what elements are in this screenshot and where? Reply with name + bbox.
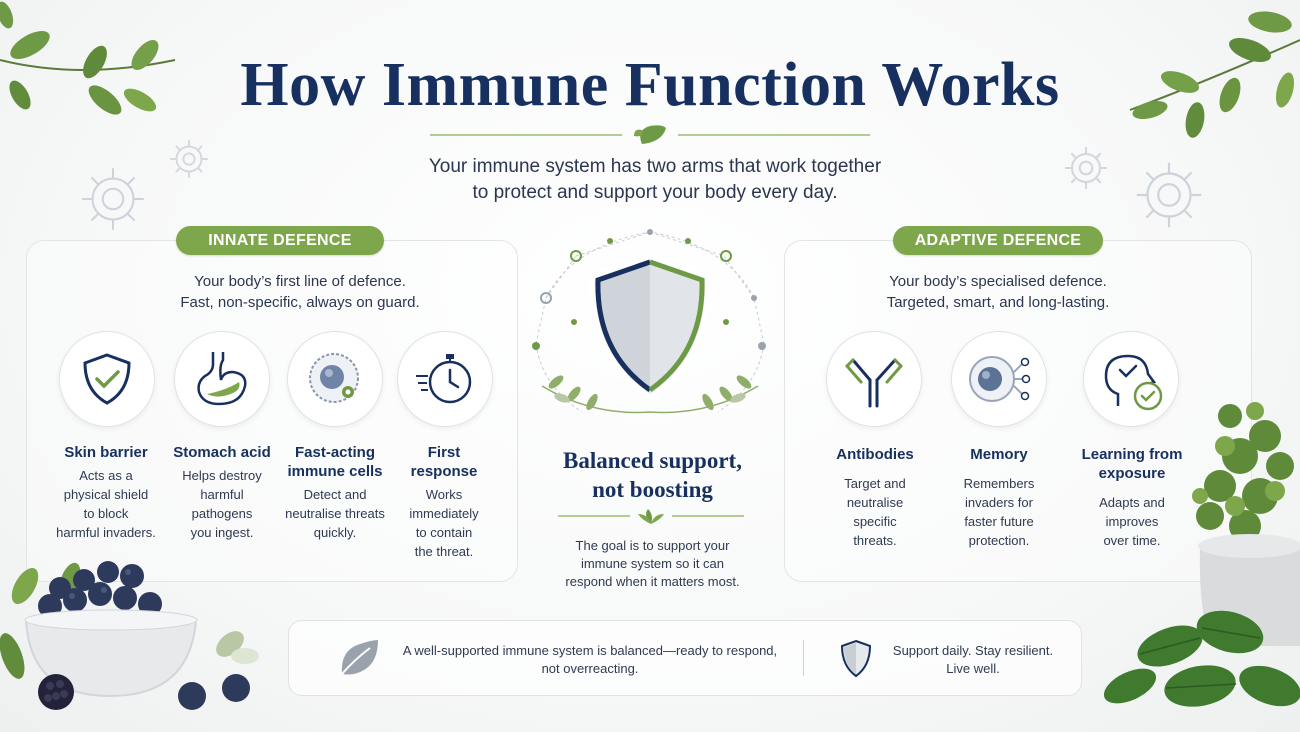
immune-cells-badge [287, 331, 383, 427]
skin-barrier-title: Skin barrier [64, 444, 148, 461]
center-leaf-divider [558, 509, 744, 524]
leaf-branch-top-right [1129, 11, 1300, 138]
learning-title: Learning from exposure [1081, 446, 1183, 482]
learning-text: Adapts and improves over time. [1099, 495, 1165, 548]
memory-badge [951, 331, 1047, 427]
footer-tagline: Support daily. Stay resilient. Live well… [892, 643, 1054, 676]
virus-icon [170, 140, 208, 178]
adaptive-defence-description: Your body’s specialised defence. Targete… [886, 273, 1110, 311]
immune-cell-icon [309, 353, 359, 403]
skin-barrier-badge [59, 331, 155, 427]
network-shield-graphic [532, 229, 766, 414]
stomach-icon [197, 352, 247, 406]
innate-defence-description: Your body’s first line of defence. Fast,… [180, 273, 420, 311]
stomach-acid-text: Helps destroy harmful pathogens you inge… [182, 468, 262, 540]
head-check-icon [1104, 354, 1163, 411]
stopwatch-icon [416, 354, 472, 404]
page-subtitle: Your immune system has two arms that wor… [428, 156, 882, 203]
learning-badge [1083, 331, 1179, 427]
stomach-acid-title: Stomach acid [173, 444, 271, 461]
balanced-support-text: The goal is to support your immune syste… [565, 538, 740, 589]
first-response-badge [397, 331, 493, 427]
shield-check-icon [83, 353, 131, 405]
footer-balanced-text: A well-supported immune system is balanc… [402, 643, 778, 676]
leaf-branch-top-left [0, 1, 176, 115]
memory-cell-icon [969, 356, 1031, 402]
virus-icon [1065, 147, 1107, 189]
footer-banner [288, 620, 1082, 696]
first-response-text: Works immediately to contain the threat. [409, 487, 479, 559]
potted-herb-image [1103, 402, 1300, 707]
immune-cells-text: Detect and neutralise threats quickly. [285, 487, 385, 540]
antibodies-badge [826, 331, 922, 427]
virus-icon [82, 168, 144, 230]
leaf-icon [341, 640, 378, 675]
first-response-title: First response [410, 444, 478, 480]
page-title: How Immune Function Works [240, 51, 1060, 119]
shield-icon [840, 639, 872, 678]
antibody-icon [845, 358, 903, 408]
immune-cells-title: Fast-acting immune cells [287, 444, 383, 480]
memory-text: Remembers invaders for faster future pro… [963, 476, 1035, 548]
virus-icon [1136, 162, 1202, 228]
stomach-acid-badge [174, 331, 270, 427]
memory-title: Memory [970, 446, 1028, 463]
innate-defence-label: INNATE DEFENCE [176, 226, 384, 255]
skin-barrier-text: Acts as a physical shield to block harmf… [56, 468, 156, 540]
adaptive-defence-label: ADAPTIVE DEFENCE [893, 226, 1103, 255]
balanced-support-heading: Balanced support, not boosting [563, 448, 742, 502]
footer-divider [803, 640, 804, 676]
antibodies-text: Target and neutralise specific threats. [844, 476, 906, 548]
blueberry-bowl-image [0, 561, 259, 710]
antibodies-title: Antibodies [836, 446, 914, 463]
title-leaf-divider [430, 125, 870, 144]
